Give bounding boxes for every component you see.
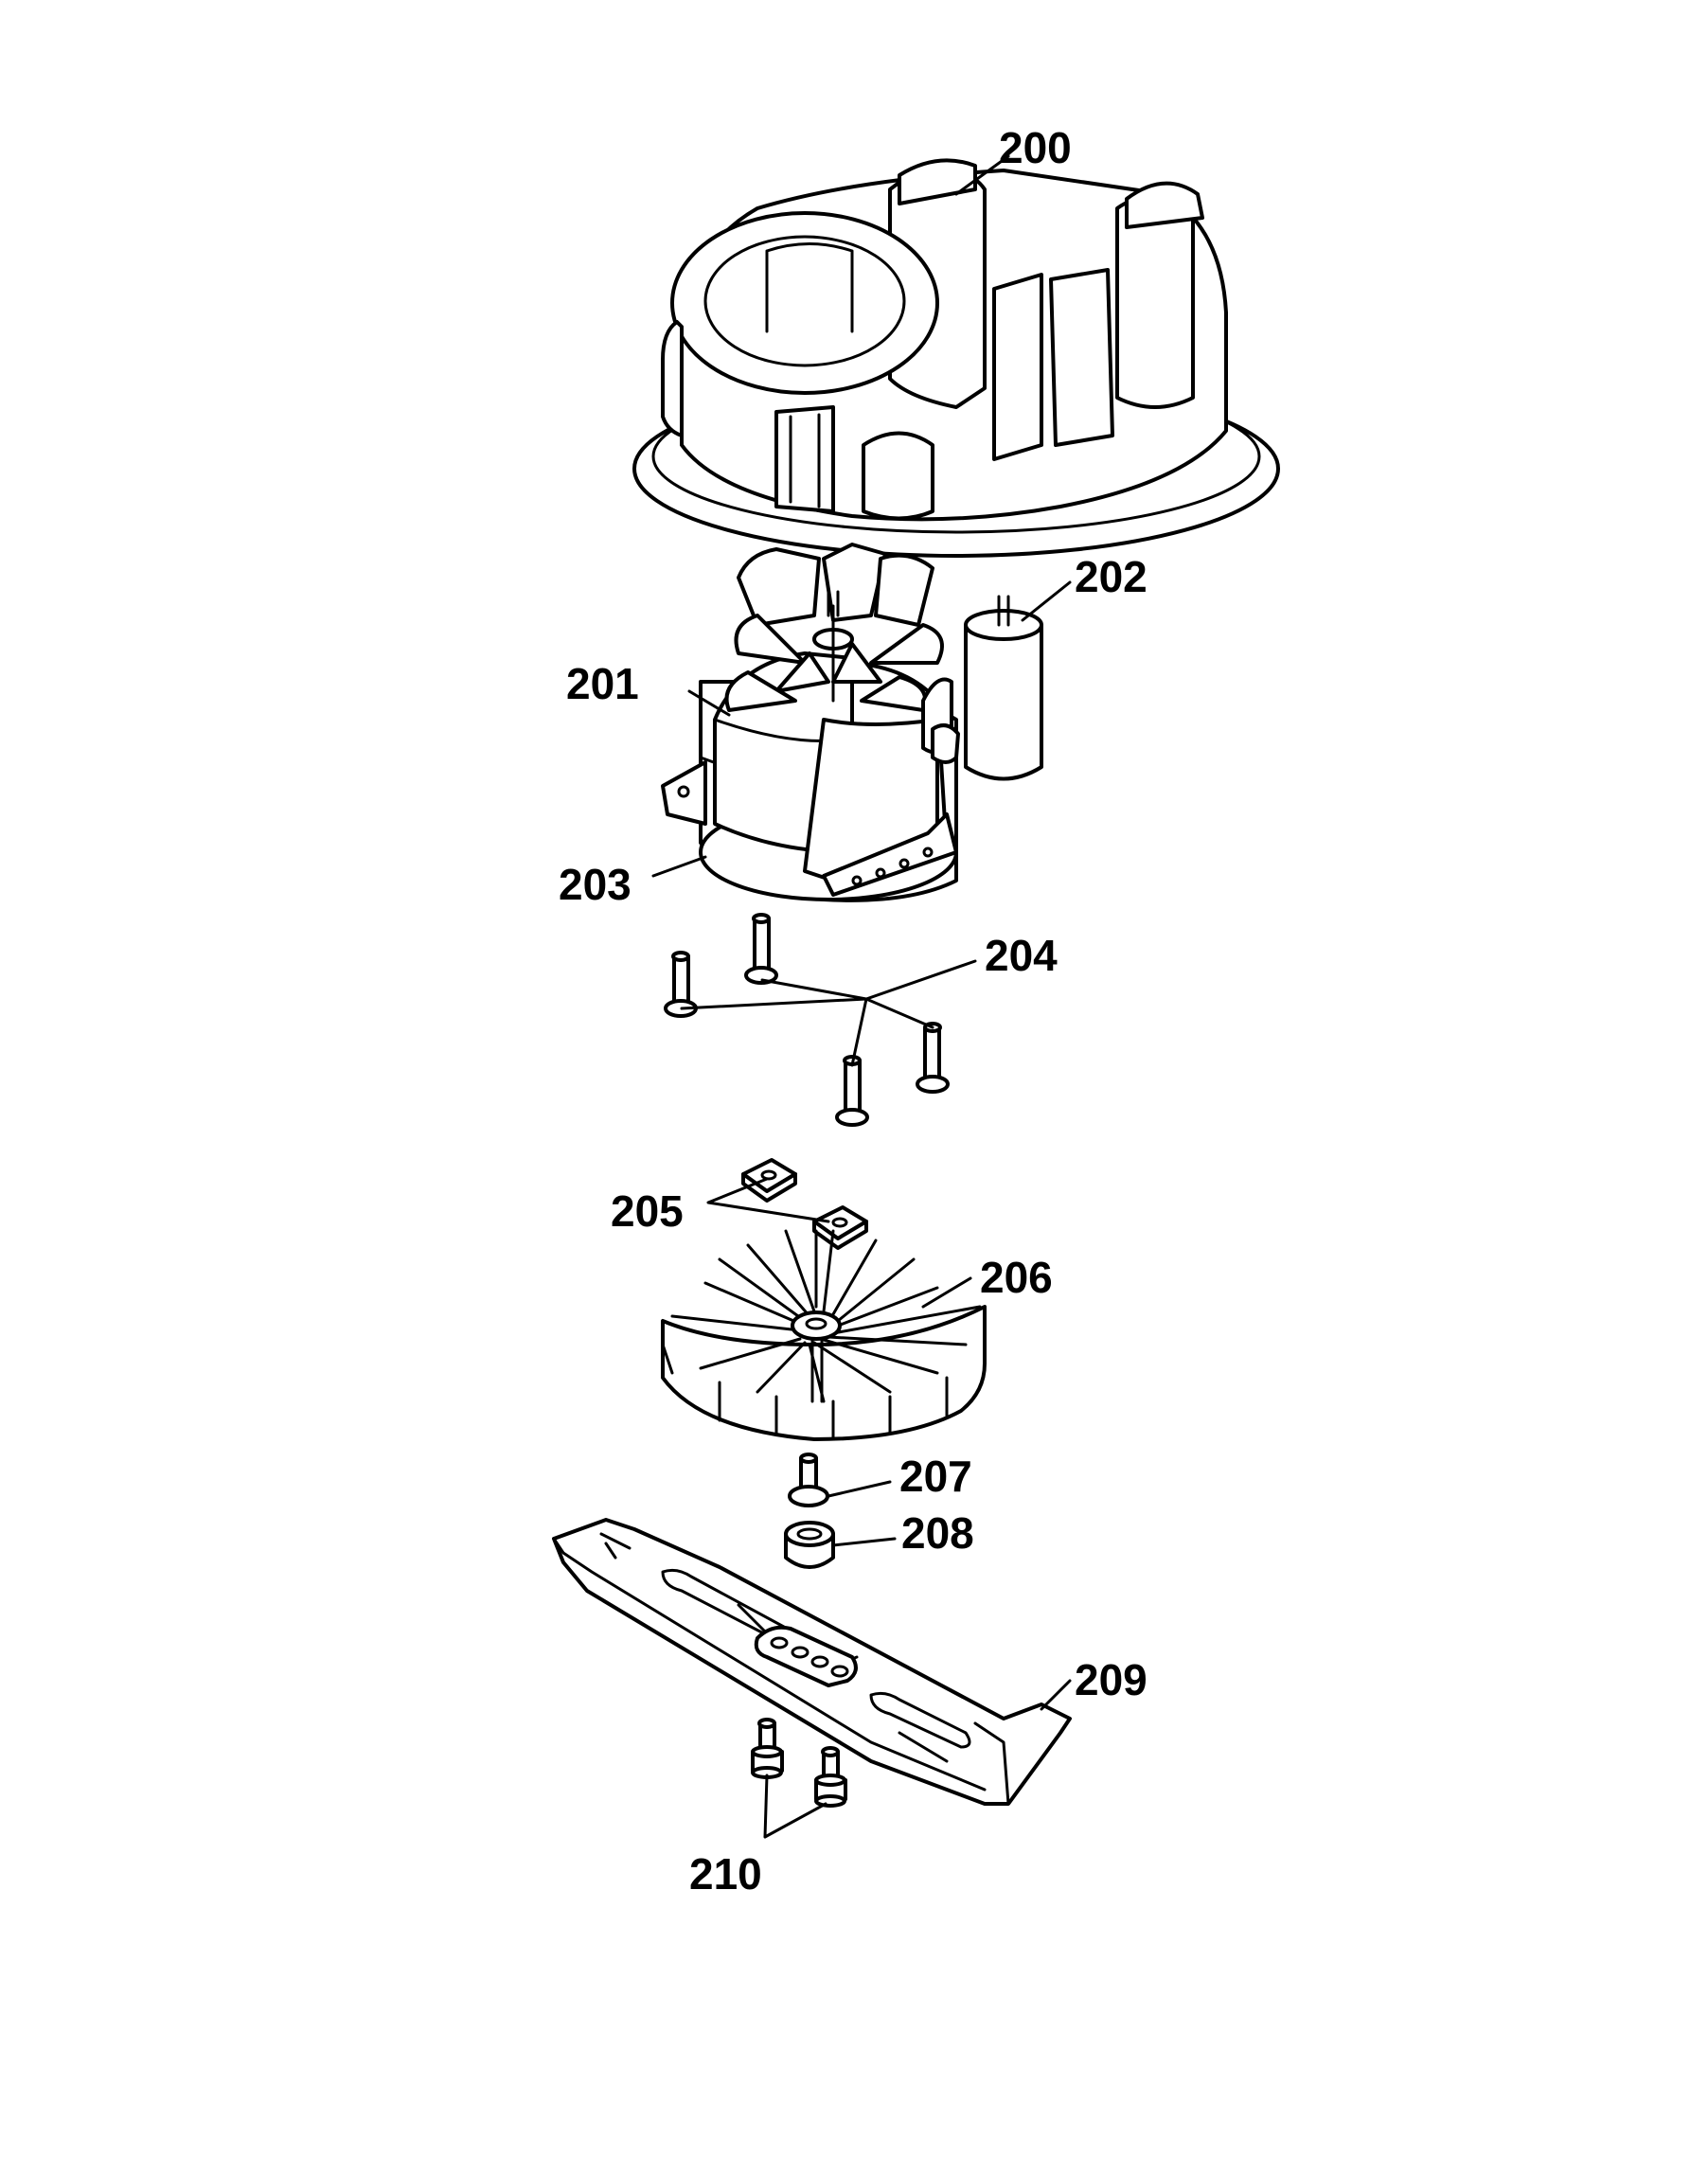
callout-203: 203 [559, 860, 632, 909]
leader-209 [1040, 1679, 1072, 1711]
leader-208 [831, 1537, 897, 1547]
leader-210 [763, 1774, 827, 1839]
callout-labels: 200 201 202 203 204 205 206 207 208 209 … [559, 123, 1148, 1899]
part-200-motor-housing [632, 158, 1280, 558]
callout-208: 208 [901, 1508, 974, 1558]
part-210-blade-bolts [751, 1718, 847, 1808]
leader-201 [687, 689, 731, 717]
callout-204: 204 [985, 931, 1058, 980]
leader-205 [706, 1177, 830, 1223]
leader-lines [651, 154, 1072, 1839]
leader-202 [1021, 580, 1072, 622]
leader-203 [651, 855, 707, 878]
part-208-spacer [784, 1521, 835, 1569]
part-201-motor [661, 543, 960, 902]
part-209-blade [552, 1518, 1072, 1806]
leader-207 [827, 1480, 892, 1498]
callout-201: 201 [566, 659, 639, 708]
callout-200: 200 [999, 123, 1072, 172]
callout-206: 206 [980, 1253, 1053, 1302]
part-204-screws [664, 913, 950, 1127]
leader-204 [680, 959, 977, 1067]
part-205-nuts [741, 1158, 868, 1250]
callout-209: 209 [1075, 1655, 1148, 1704]
callout-210: 210 [689, 1849, 762, 1899]
callout-205: 205 [611, 1186, 684, 1236]
callout-202: 202 [1075, 552, 1148, 601]
part-206-fan [661, 1229, 987, 1441]
leader-200 [954, 154, 1010, 196]
callout-207: 207 [899, 1452, 972, 1501]
leader-206 [921, 1276, 972, 1309]
part-207-bolt [788, 1453, 829, 1507]
part-202-capacitor [964, 595, 1043, 781]
